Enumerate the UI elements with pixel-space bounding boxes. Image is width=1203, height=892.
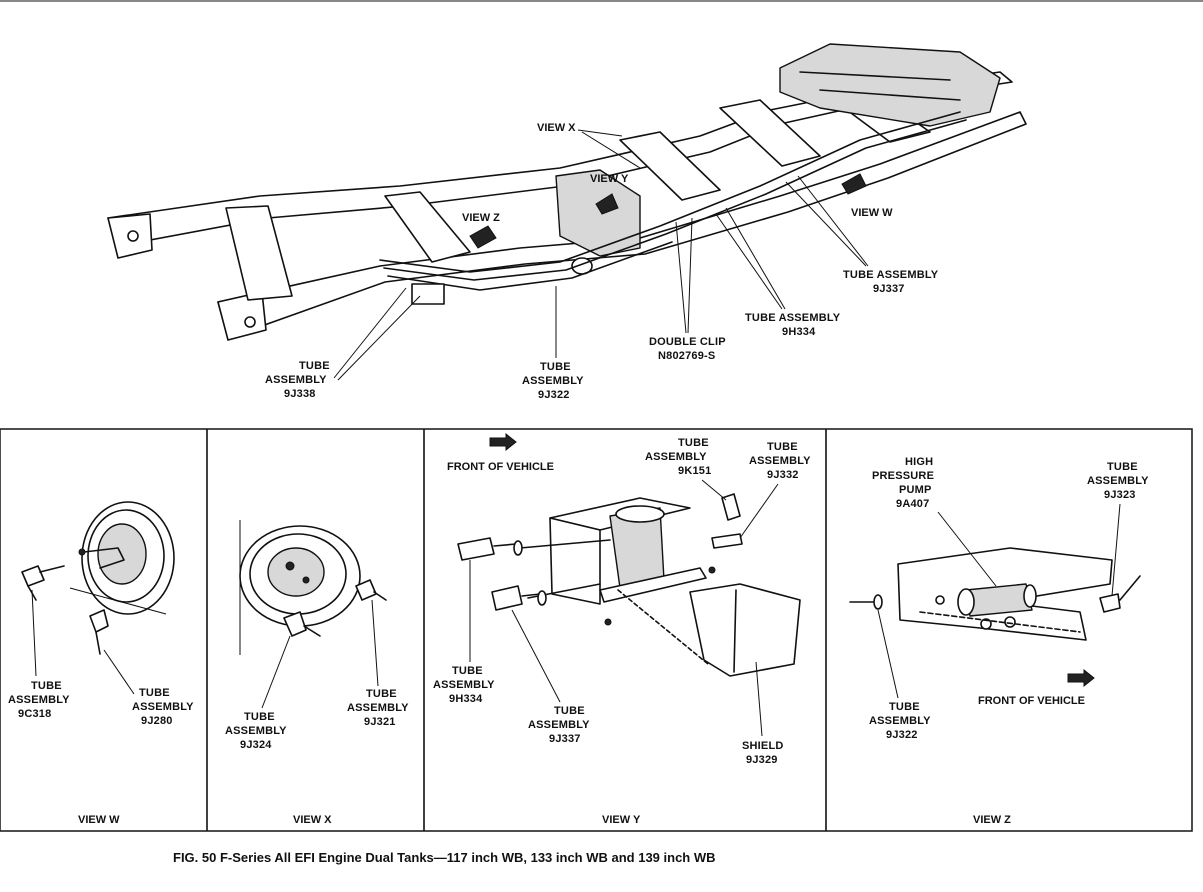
panel-view-w: TUBE ASSEMBLY 9C318 TUBE ASSEMBLY 9J280 … bbox=[8, 501, 194, 826]
main-view-z-label: VIEW Z bbox=[462, 212, 500, 224]
callout-line: 9J323 bbox=[1104, 489, 1136, 501]
callout-line: 9J332 bbox=[767, 469, 799, 481]
front-arrow-icon bbox=[1067, 668, 1095, 688]
callout-line: SHIELD bbox=[742, 740, 784, 752]
callout-line: ASSEMBLY bbox=[869, 715, 931, 727]
callout-line: TUBE bbox=[540, 361, 571, 373]
callout-tube-9j322-main: TUBE ASSEMBLY 9J322 bbox=[522, 286, 584, 401]
callout-line: ASSEMBLY bbox=[522, 375, 584, 387]
callout-tube-9h334-main: TUBE ASSEMBLY 9H334 bbox=[715, 207, 841, 338]
view-y-bracket-assembly bbox=[519, 497, 709, 665]
callout-line: 9J329 bbox=[746, 754, 778, 766]
view-y-tube-9h334 bbox=[457, 537, 523, 561]
view-z-pump-bracket bbox=[897, 547, 1113, 641]
callout-line: TUBE bbox=[139, 687, 170, 699]
callout-line: TUBE bbox=[299, 360, 330, 372]
callout-line: ASSEMBLY bbox=[645, 451, 707, 463]
callout-line: TUBE bbox=[767, 441, 798, 453]
callout-line: TUBE bbox=[889, 701, 920, 713]
callout-line: 9H334 bbox=[782, 326, 816, 338]
view-w-title: VIEW W bbox=[78, 814, 120, 826]
figure-caption: FIG. 50 F-Series All EFI Engine Dual Tan… bbox=[173, 850, 716, 865]
callout-line: HIGH bbox=[905, 456, 933, 468]
callout-line: TUBE bbox=[244, 711, 275, 723]
callout-line: TUBE bbox=[366, 688, 397, 700]
main-view-x-label: VIEW X bbox=[537, 122, 576, 134]
callout-tube-9j338-main: TUBE ASSEMBLY 9J338 bbox=[265, 287, 421, 400]
view-y-tube-9k151 bbox=[721, 493, 741, 521]
view-w-tank-flange bbox=[69, 501, 175, 615]
callout-line: 9K151 bbox=[678, 465, 711, 477]
panel-view-x: TUBE ASSEMBLY 9J324 TUBE ASSEMBLY 9J321 … bbox=[225, 520, 409, 826]
main-view-y-label: VIEW Y bbox=[590, 173, 629, 185]
view-y-front-label: FRONT OF VEHICLE bbox=[447, 461, 554, 473]
callout-line: 9J338 bbox=[284, 388, 316, 400]
callout-double-clip-main: DOUBLE CLIP N802769-S bbox=[649, 217, 726, 362]
callout-line: ASSEMBLY bbox=[749, 455, 811, 467]
callout-tube-9j337-main: TUBE ASSEMBLY 9J337 bbox=[785, 175, 939, 295]
main-view-w-label: VIEW W bbox=[851, 207, 893, 219]
callout-line: 9C318 bbox=[18, 708, 51, 720]
callout-line: ASSEMBLY bbox=[8, 694, 70, 706]
callout-line: ASSEMBLY bbox=[347, 702, 409, 714]
callout-line: TUBE bbox=[1107, 461, 1138, 473]
callout-line: ASSEMBLY bbox=[433, 679, 495, 691]
callout-line: TUBE bbox=[452, 665, 483, 677]
callout-line: ASSEMBLY bbox=[265, 374, 327, 386]
callout-line: TUBE bbox=[31, 680, 62, 692]
callout-line: ASSEMBLY bbox=[1087, 475, 1149, 487]
callout-line: 9J337 bbox=[873, 283, 905, 295]
callout-line: 9J322 bbox=[886, 729, 918, 741]
callout-line: PUMP bbox=[899, 484, 932, 496]
view-w-tube-9j280 bbox=[89, 609, 109, 655]
callout-line: 9J280 bbox=[141, 715, 173, 727]
panel-view-z: FRONT OF VEHICLE HIGH PRESSURE PUMP 9A40… bbox=[849, 456, 1149, 826]
callout-line: PRESSURE bbox=[872, 470, 934, 482]
callout-line: TUBE ASSEMBLY bbox=[745, 312, 841, 324]
callout-line: TUBE bbox=[678, 437, 709, 449]
callout-line: TUBE bbox=[554, 705, 585, 717]
callout-line: ASSEMBLY bbox=[225, 725, 287, 737]
callout-line: 9J321 bbox=[364, 716, 396, 728]
view-y-shield bbox=[689, 583, 801, 677]
view-x-tube-9j321 bbox=[355, 579, 387, 601]
view-y-tube-9j337 bbox=[491, 585, 547, 611]
view-x-title: VIEW X bbox=[293, 814, 332, 826]
view-y-title: VIEW Y bbox=[602, 814, 641, 826]
callout-line: N802769-S bbox=[658, 350, 715, 362]
callout-line: 9J322 bbox=[538, 389, 570, 401]
view-z-front-label: FRONT OF VEHICLE bbox=[978, 695, 1085, 707]
callout-line: 9J324 bbox=[240, 739, 272, 751]
chassis-frame-illustration bbox=[107, 43, 1027, 341]
callout-line: TUBE ASSEMBLY bbox=[843, 269, 939, 281]
view-y-tube-9j332 bbox=[711, 533, 743, 549]
callout-line: 9H334 bbox=[449, 693, 483, 705]
front-arrow-icon bbox=[489, 432, 517, 452]
callout-line: ASSEMBLY bbox=[528, 719, 590, 731]
view-w-tube-9c318 bbox=[21, 565, 65, 601]
view-z-title: VIEW Z bbox=[973, 814, 1011, 826]
panel-view-y: FRONT OF VEHICLE bbox=[433, 432, 811, 826]
view-z-tube-9j322 bbox=[849, 594, 883, 610]
callout-line: ASSEMBLY bbox=[132, 701, 194, 713]
callout-line: 9A407 bbox=[896, 498, 929, 510]
callout-line: 9J337 bbox=[549, 733, 581, 745]
view-x-tube-9j324 bbox=[283, 611, 321, 637]
callout-line: DOUBLE CLIP bbox=[649, 336, 726, 348]
